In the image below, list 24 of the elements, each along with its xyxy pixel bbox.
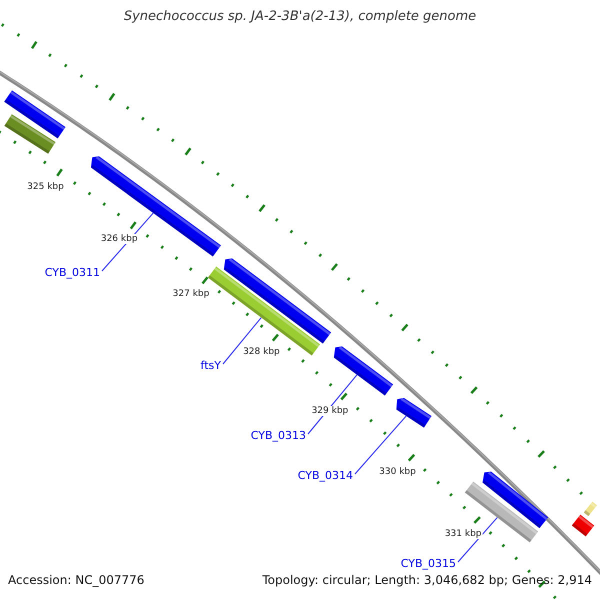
gene-feature bbox=[208, 266, 320, 356]
leader-line bbox=[222, 317, 262, 364]
leader-line bbox=[458, 517, 498, 562]
diagram-title: Synechococcus sp. JA-2-3B'a(2-13), complete genome bbox=[122, 9, 478, 24]
position-label: 327 kbp bbox=[172, 289, 210, 300]
gene-feature bbox=[572, 514, 594, 536]
gene-label: CYB_0315 bbox=[400, 557, 456, 570]
gene-feature bbox=[4, 90, 66, 139]
accession-text: Accession: NC_007776 bbox=[8, 573, 144, 587]
position-label: 330 kbp bbox=[378, 466, 417, 477]
leader-line bbox=[354, 416, 407, 474]
position-label: 326 kbp bbox=[100, 234, 139, 244]
gene-label: ftsY bbox=[200, 359, 221, 372]
position-label: 331 kbp bbox=[444, 528, 482, 539]
gene-feature bbox=[4, 114, 56, 154]
position-label: 328 kbp bbox=[242, 346, 281, 357]
gene-feature bbox=[464, 481, 538, 543]
gene-feature bbox=[584, 502, 598, 516]
position-label: 329 kbp bbox=[310, 406, 350, 416]
gene-label: CYB_0313 bbox=[250, 429, 306, 442]
gene-label: CYB_0311 bbox=[44, 266, 100, 279]
position-label: 325 kbp bbox=[26, 182, 65, 192]
genome-summary-text: Topology: circular; Length: 3,046,682 bp; Genes: 2,914 bbox=[262, 573, 592, 587]
gene-label: CYB_0314 bbox=[298, 469, 353, 482]
